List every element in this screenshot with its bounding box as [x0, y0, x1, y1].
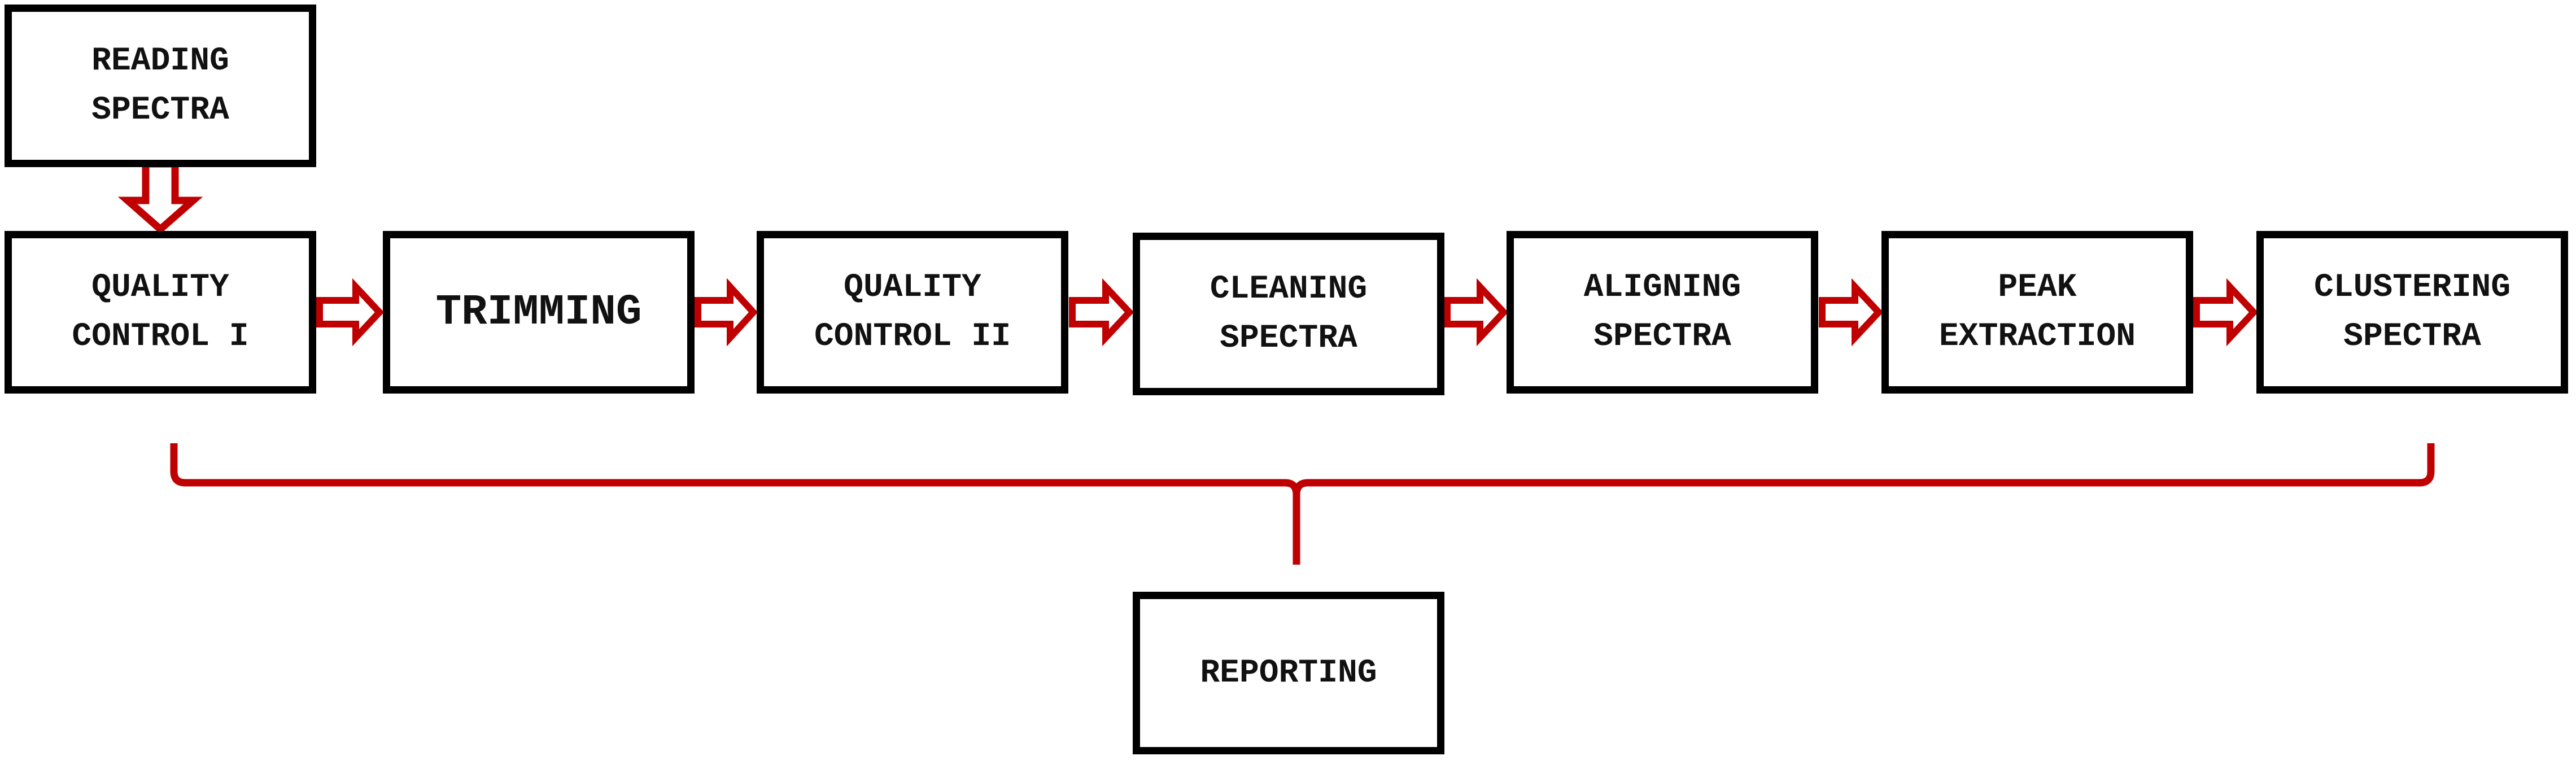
- node-label: QUALITY CONTROL II: [814, 269, 1011, 355]
- node-label: CLUSTERING SPECTRA: [2313, 269, 2511, 355]
- node-peak-extraction: PEAK EXTRACTION: [1881, 231, 2193, 394]
- node-reading-spectra: READING SPECTRA: [5, 5, 316, 167]
- arrow-peak-to-clustering: [2193, 278, 2259, 347]
- node-cleaning-spectra: CLEANING SPECTRA: [1133, 233, 1444, 395]
- arrow-qc2-to-cleaning: [1069, 278, 1134, 347]
- reporting-bracket: [170, 443, 2435, 565]
- node-aligning-spectra: ALIGNING SPECTRA: [1507, 231, 1818, 394]
- node-quality-control-1: QUALITY CONTROL I: [5, 231, 316, 394]
- node-label: ALIGNING SPECTRA: [1583, 269, 1741, 355]
- arrow-aligning-to-peak: [1819, 278, 1884, 347]
- arrow-qc1-to-trimming: [316, 278, 385, 347]
- node-label: REPORTING: [1200, 654, 1377, 692]
- arrow-reading-to-qc1: [117, 160, 203, 234]
- node-clustering-spectra: CLUSTERING SPECTRA: [2256, 231, 2568, 394]
- node-label: TRIMMING: [435, 287, 642, 337]
- node-label: QUALITY CONTROL I: [72, 269, 249, 355]
- node-label: PEAK EXTRACTION: [1938, 269, 2136, 355]
- node-label: CLEANING SPECTRA: [1210, 271, 1368, 357]
- arrow-cleaning-to-aligning: [1444, 278, 1509, 347]
- node-trimming: TRIMMING: [383, 231, 695, 394]
- node-quality-control-2: QUALITY CONTROL II: [757, 231, 1068, 394]
- arrow-trimming-to-qc2: [695, 278, 758, 347]
- node-label: READING SPECTRA: [91, 43, 229, 129]
- node-reporting: REPORTING: [1133, 592, 1444, 754]
